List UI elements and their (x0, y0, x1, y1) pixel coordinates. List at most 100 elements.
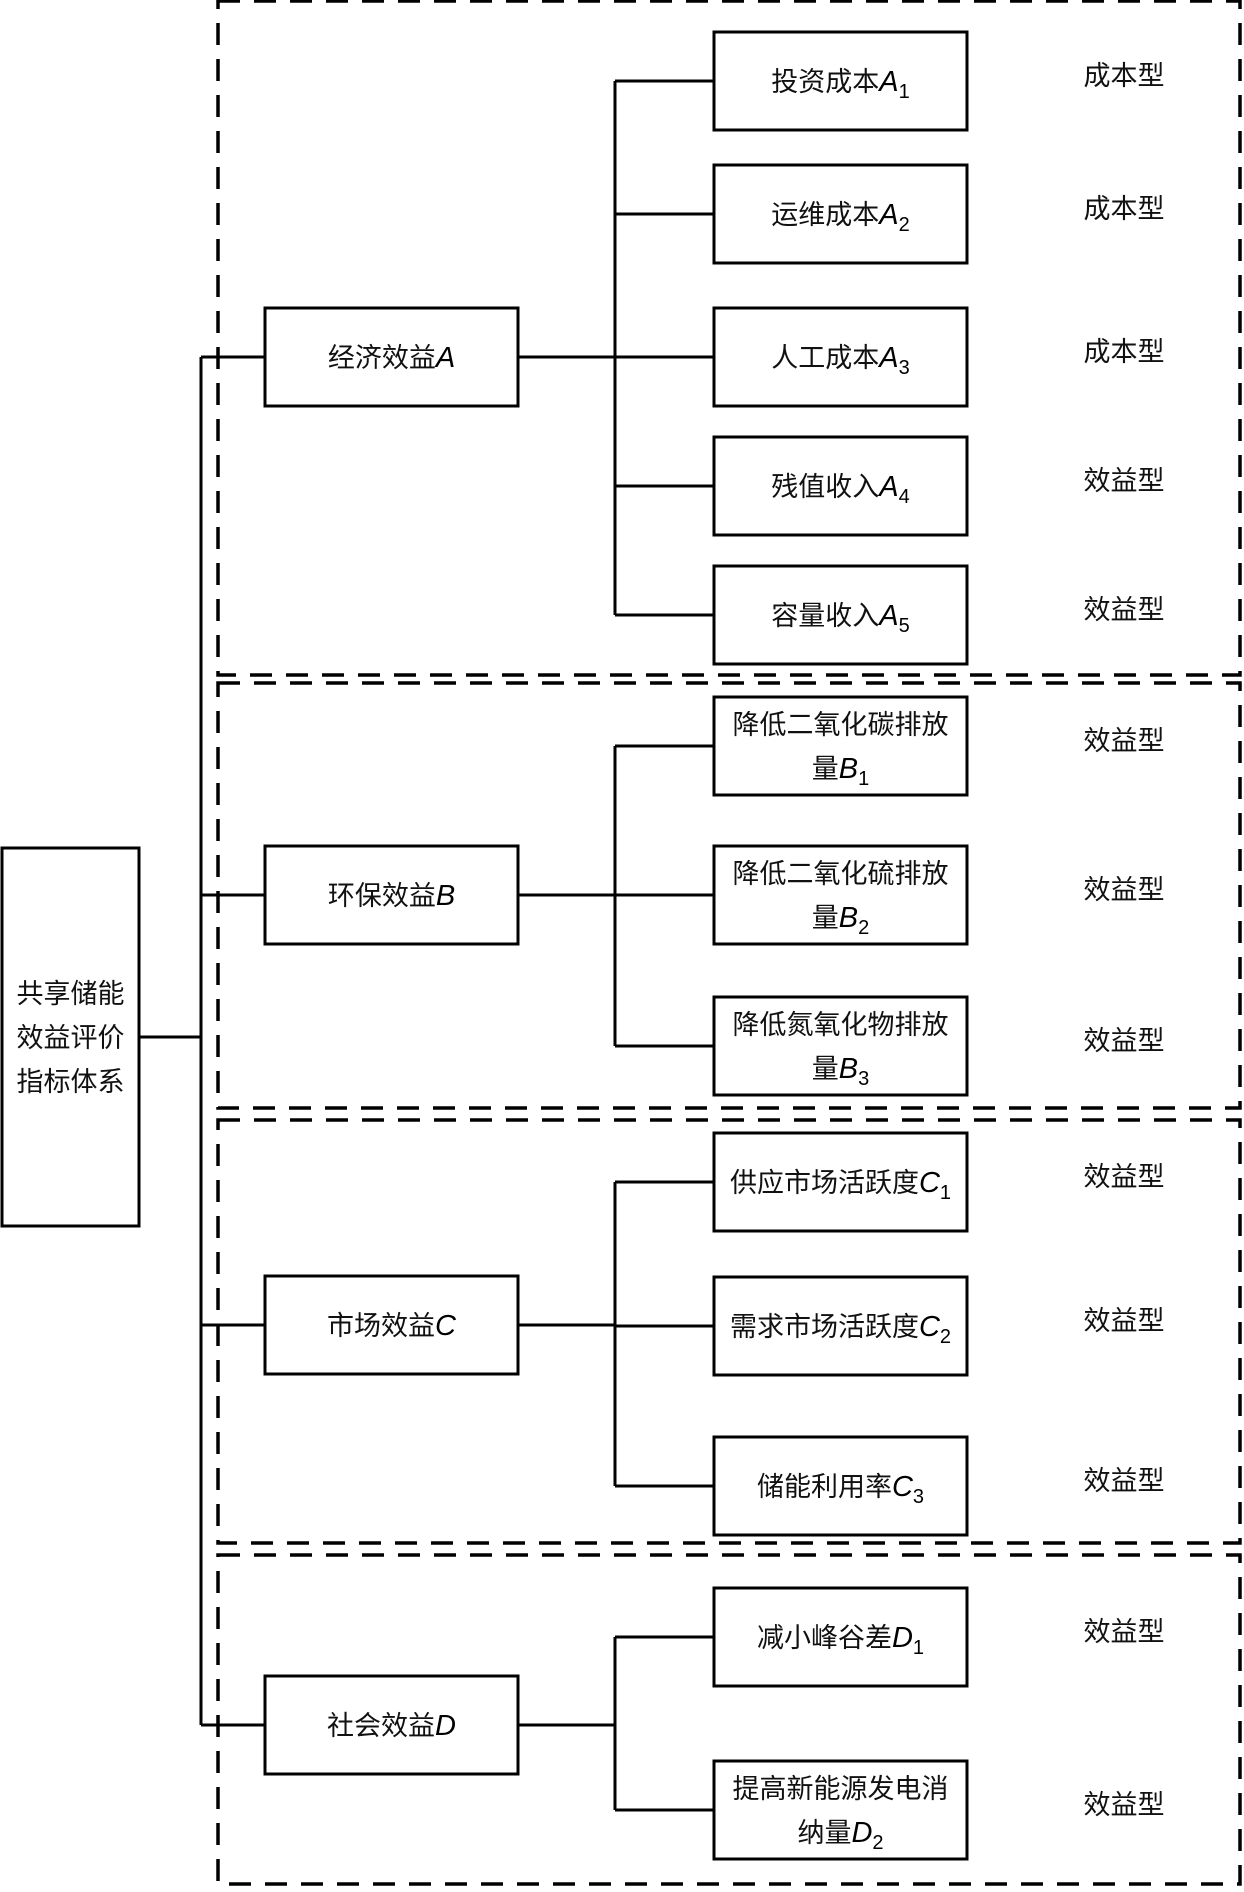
symbol: B (839, 1053, 858, 1085)
symbol: C (919, 1311, 941, 1343)
indicator-type-C2: 效益型 (1084, 1306, 1165, 1337)
indicator-label-D1: 减小峰谷差D1 (757, 1622, 924, 1659)
subscript: 2 (872, 1832, 883, 1854)
indicator-box-D2 (712, 1759, 969, 1861)
section-frame-C (216, 1118, 1242, 1545)
indicator-label-A2-line: 运维成本A2 (771, 199, 909, 236)
indicator-label-D2-line: 纳量D2 (797, 1817, 883, 1854)
category-label-A: 经济效益A (328, 342, 455, 374)
root-label-line: 效益评价 (17, 1023, 125, 1054)
root-box (0, 846, 141, 1228)
symbol: A (877, 199, 898, 231)
symbol: C (919, 1167, 941, 1199)
symbol: B (839, 753, 858, 785)
subscript: 2 (940, 1326, 951, 1348)
indicator-type-B2: 效益型 (1084, 875, 1165, 906)
symbol: A (877, 66, 898, 98)
symbol: B (436, 880, 455, 912)
root-label-line: 共享储能 (17, 979, 125, 1010)
indicator-label-D2-line: 提高新能源发电消 (733, 1774, 949, 1805)
symbol: C (892, 1471, 914, 1503)
indicator-type-A5: 效益型 (1084, 595, 1165, 626)
indicator-label-D1-line: 减小峰谷差D1 (757, 1622, 924, 1659)
indicator-box-C2 (712, 1275, 969, 1377)
symbol: D (435, 1710, 456, 1742)
subscript: 3 (899, 357, 910, 379)
category-box-C (263, 1274, 520, 1376)
indicator-box-A5 (712, 564, 969, 666)
subscript: 5 (899, 615, 910, 637)
indicator-label-A1-line: 投资成本A1 (771, 66, 909, 103)
indicator-type-C1: 效益型 (1084, 1162, 1165, 1193)
indicator-label-C2-line: 需求市场活跃度C2 (730, 1311, 951, 1348)
indicator-box-C1 (712, 1131, 969, 1233)
symbol: D (892, 1622, 913, 1654)
category-label-C-line: 市场效益C (327, 1310, 457, 1342)
subscript: 1 (899, 81, 910, 103)
category-label-B: 环保效益B (328, 880, 455, 912)
indicator-label-C3: 储能利用率C3 (757, 1471, 924, 1508)
category-label-C: 市场效益C (327, 1310, 457, 1342)
indicator-label-C1-line: 供应市场活跃度C1 (730, 1167, 951, 1204)
indicator-label-B1-line: 降低二氧化碳排放 (733, 710, 949, 741)
indicator-box-A2 (712, 163, 969, 265)
category-box-B (263, 844, 520, 946)
subscript: 3 (913, 1486, 924, 1508)
section-frame-A (216, 0, 1242, 677)
indicator-type-C3: 效益型 (1084, 1466, 1165, 1497)
subscript: 4 (899, 486, 910, 508)
indicator-label-C2: 需求市场活跃度C2 (730, 1311, 951, 1348)
indicator-label-B3-line: 量B3 (812, 1053, 869, 1090)
indicator-type-B3: 效益型 (1084, 1026, 1165, 1057)
subscript: 2 (858, 917, 869, 939)
indicator-label-B1-line: 量B1 (812, 753, 869, 790)
indicator-label-B3-line: 降低氮氧化物排放 (733, 1010, 949, 1041)
root-label-line: 指标体系 (17, 1067, 125, 1098)
category-label-D-line: 社会效益D (327, 1710, 456, 1742)
section-frame-D (216, 1553, 1242, 1886)
symbol: B (839, 902, 858, 934)
indicator-label-A2: 运维成本A2 (771, 199, 909, 236)
indicator-label-C1: 供应市场活跃度C1 (730, 1167, 951, 1204)
category-box-A (263, 306, 520, 408)
indicator-label-C3-line: 储能利用率C3 (757, 1471, 924, 1508)
subscript: 1 (913, 1637, 924, 1659)
indicator-label-A3-line: 人工成本A3 (771, 342, 909, 379)
indicator-box-C3 (712, 1435, 969, 1537)
indicator-box-D1 (712, 1586, 969, 1688)
indicator-type-D1: 效益型 (1084, 1617, 1165, 1648)
indicator-box-A3 (712, 306, 969, 408)
indicator-label-A3: 人工成本A3 (771, 342, 909, 379)
subscript: 3 (858, 1068, 869, 1090)
symbol: A (877, 600, 898, 632)
symbol: A (434, 342, 455, 374)
indicator-box-B3 (712, 995, 969, 1097)
subscript: 1 (940, 1182, 951, 1204)
indicator-box-A4 (712, 435, 969, 537)
indicator-label-A5: 容量收入A5 (771, 600, 909, 637)
indicator-type-B1: 效益型 (1084, 726, 1165, 757)
indicator-label-A4: 残值收入A4 (771, 471, 909, 508)
indicator-type-A1: 成本型 (1084, 61, 1165, 92)
indicator-box-B1 (712, 695, 969, 797)
indicator-type-D2: 效益型 (1084, 1790, 1165, 1821)
indicator-label-B2-line: 降低二氧化硫排放 (733, 859, 949, 890)
indicator-label-A4-line: 残值收入A4 (771, 471, 909, 508)
indicator-label-A1: 投资成本A1 (771, 66, 909, 103)
symbol: C (435, 1310, 457, 1342)
indicator-type-A4: 效益型 (1084, 466, 1165, 497)
indicator-label-B2-line: 量B2 (812, 902, 869, 939)
indicator-box-A1 (712, 30, 969, 132)
indicator-type-A3: 成本型 (1084, 337, 1165, 368)
indicator-box-B2 (712, 844, 969, 946)
subscript: 2 (899, 214, 910, 236)
subscript: 1 (858, 768, 869, 790)
category-label-D: 社会效益D (327, 1710, 456, 1742)
category-label-A-line: 经济效益A (328, 342, 455, 374)
